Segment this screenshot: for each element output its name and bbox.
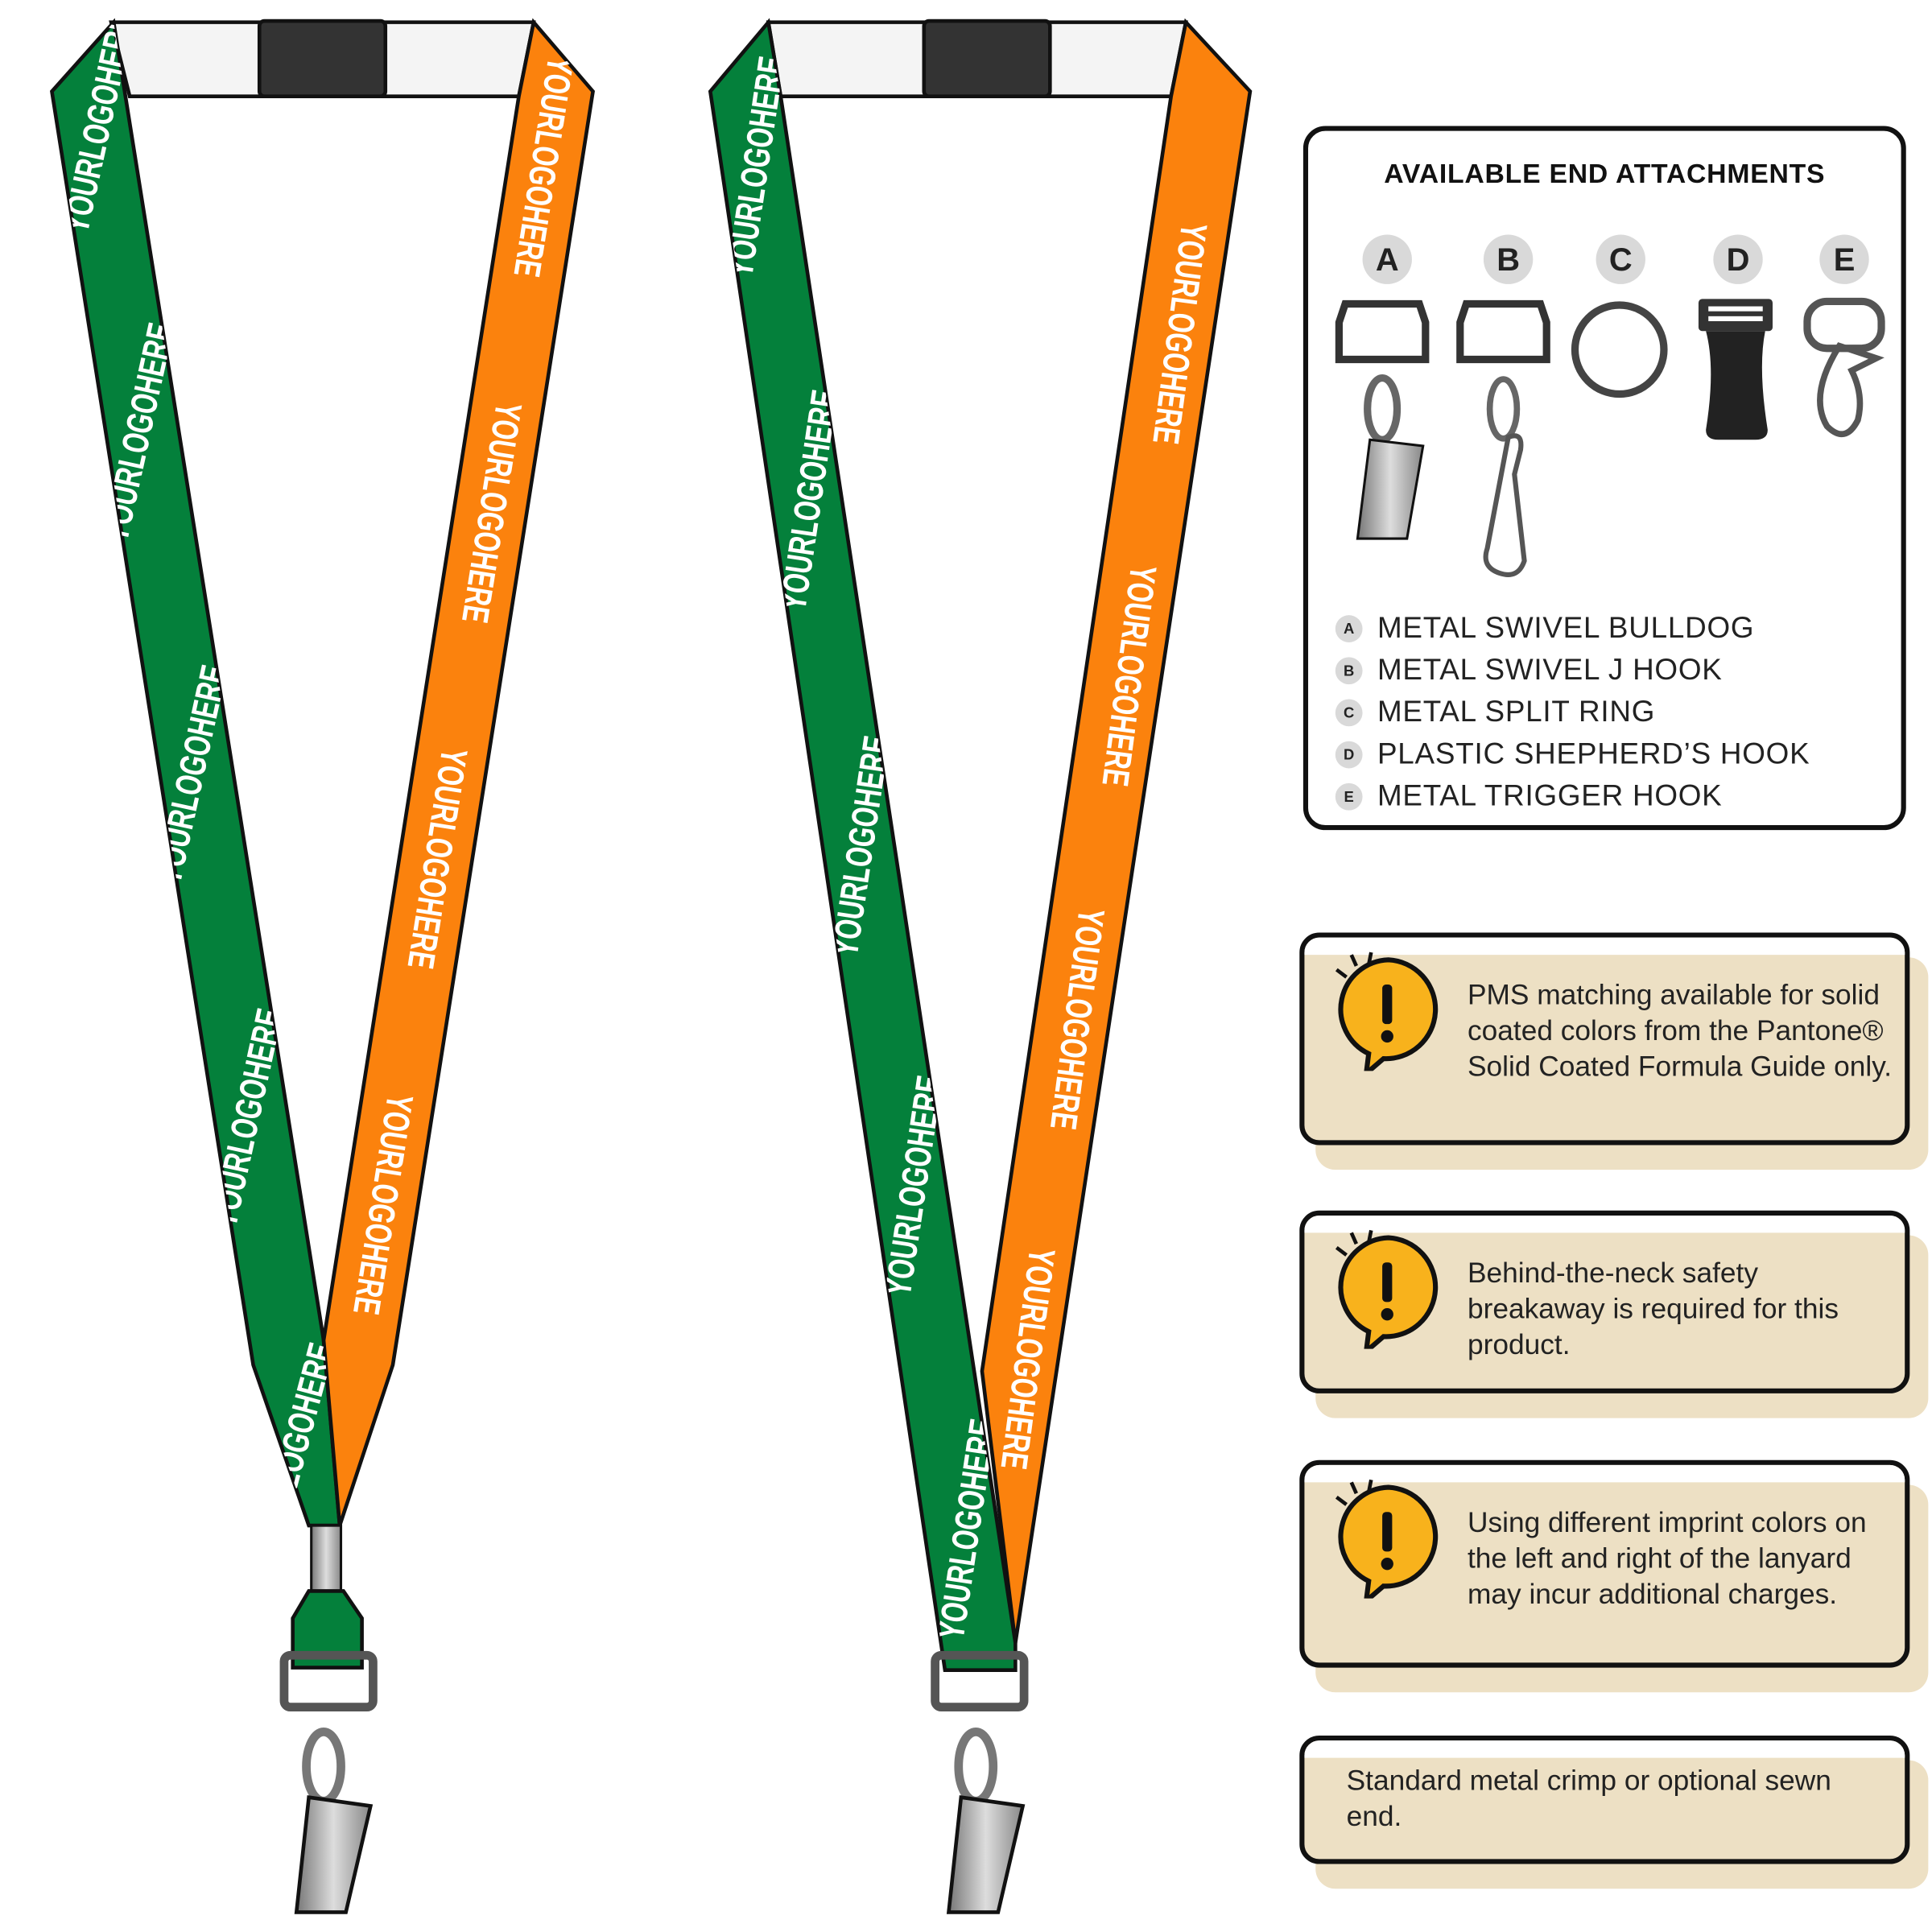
warning-exclamation-icon [1335,1229,1439,1349]
note-crimp-end: Standard metal crimp or optional sewn en… [1299,1735,1910,1864]
lanyard-left: YOURLOGOHERE YOURLOGOHERE YOURLOGOHERE Y… [50,18,595,1914]
legend-label: METAL TRIGGER HOOK [1377,779,1723,813]
legend-item: D PLASTIC SHEPHERD’S HOOK [1335,733,1810,775]
breakaway-buckle [257,19,388,98]
bulldog-clip-icon [946,1795,1026,1914]
swivel-bulldog-clip-icon [1335,299,1430,540]
note-text: PMS matching available for solid coated … [1467,978,1893,1083]
note-text: Behind-the-neck safety breakaway is requ… [1467,1256,1839,1360]
shepherds-hook-icon [1698,299,1773,440]
sewn-fitting [291,1589,364,1670]
legend-label: PLASTIC SHEPHERD’S HOOK [1377,737,1810,771]
note-breakaway: Behind-the-neck safety breakaway is requ… [1299,1210,1910,1393]
legend-badge: C [1335,699,1363,727]
trigger-hook-icon [1803,297,1885,437]
note-text: Standard metal crimp or optional sewn en… [1346,1764,1831,1832]
legend-item: C METAL SPLIT RING [1335,691,1810,733]
orange-strip [980,18,1253,1644]
swivel-loop [302,1727,345,1806]
panel-title: AVAILABLE END ATTACHMENTS [1384,158,1826,189]
warning-exclamation-icon [1335,1479,1439,1599]
legend-item: A METAL SWIVEL BULLDOG [1335,608,1810,650]
legend-item: B METAL SWIVEL J HOOK [1335,650,1810,691]
attachment-letter-a: A [1362,234,1412,284]
legend-label: METAL SPLIT RING [1377,695,1656,729]
legend-badge: D [1335,741,1363,769]
legend-label: METAL SWIVEL J HOOK [1377,653,1723,687]
green-strip [708,18,1018,1672]
attachment-letter-c: C [1596,234,1645,284]
attachment-legend: A METAL SWIVEL BULLDOG B METAL SWIVEL J HO… [1335,608,1810,818]
swivel-frame [931,1650,1029,1712]
note-pms-matching: PMS matching available for solid coated … [1299,932,1910,1146]
legend-badge: A [1335,615,1363,642]
note-text: Using different imprint colors on the le… [1467,1505,1867,1610]
attachment-letter-e: E [1819,234,1869,284]
bulldog-clip-icon [294,1795,374,1914]
metal-crimp [310,1524,343,1596]
warning-exclamation-icon [1335,952,1439,1071]
swivel-frame [279,1650,378,1712]
attachment-illustrations [1335,297,1885,577]
split-ring-icon [1571,301,1668,398]
attachment-letter-d: D [1713,234,1763,284]
swivel-j-hook-icon [1456,299,1550,577]
lanyard-right: YOURLOGOHERE YOURLOGOHERE YOURLOGOHERE Y… [708,18,1253,1914]
attachment-letter-b: B [1483,234,1534,284]
legend-item: E METAL TRIGGER HOOK [1335,776,1810,818]
legend-label: METAL SWIVEL BULLDOG [1377,611,1755,646]
note-imprint-colors: Using different imprint colors on the le… [1299,1459,1910,1668]
swivel-loop [954,1727,998,1806]
breakaway-buckle [922,19,1052,98]
legend-badge: E [1335,782,1363,811]
legend-badge: B [1335,657,1363,685]
